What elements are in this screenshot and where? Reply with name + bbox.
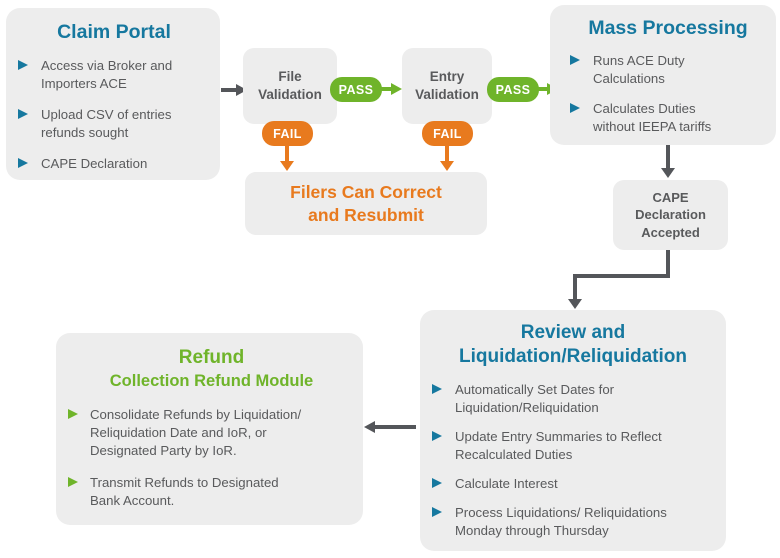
arrowhead-down-icon (440, 161, 454, 171)
filers-correct-label: Filers Can Correct and Resubmit (290, 182, 442, 225)
review-liquidation-box: Review and Liquidation/Reliquidation Aut… (420, 310, 726, 551)
mass-processing-bullet-list: Runs ACE Duty Calculations Calculates Du… (570, 52, 766, 136)
bullet-text: Process Liquidations/ Reliquidations Mon… (455, 505, 667, 538)
connector-pass-to-mass (538, 87, 548, 91)
bullet-text: CAPE Declaration (41, 155, 148, 171)
refund-subtitle: Collection Refund Module (109, 371, 314, 390)
bullet-triangle-icon (68, 476, 78, 487)
bullet-text: Update Entry Summaries to Reflect Recalc… (455, 429, 662, 463)
bullet-text: Calculate Interest (455, 476, 558, 492)
claim-portal-bullet-list: Access via Broker and Importers ACE Uplo… (18, 57, 210, 173)
list-item: Calculate Interest (432, 475, 714, 493)
bullet-triangle-icon (18, 60, 28, 70)
bullet-triangle-icon (68, 408, 78, 419)
arrowhead-down-icon (568, 299, 582, 309)
filers-correct-box: Filers Can Correct and Resubmit (245, 172, 487, 235)
connector-mass-to-cape (666, 145, 670, 169)
entry-validation-label: Entry Validation (415, 69, 479, 102)
bullet-text: Access via Broker and Importers ACE (41, 58, 173, 91)
bullet-text: Calculates Duties without IEEPA tariffs (593, 100, 712, 134)
bullet-text: Upload CSV of entries refunds sought (41, 106, 172, 140)
entry-validation-box: Entry Validation (402, 48, 492, 124)
cape-accepted-box: CAPE Declaration Accepted (613, 180, 728, 250)
claim-portal-box: Claim Portal Access via Broker and Impor… (6, 8, 220, 180)
file-validation-box: File Validation (243, 48, 337, 124)
connector-fail-file-down (285, 144, 289, 162)
list-item: Upload CSV of entries refunds sought (18, 106, 210, 142)
arrowhead-down-icon (661, 168, 675, 178)
bullet-triangle-icon (570, 102, 580, 113)
list-item: Consolidate Refunds by Liquidation/ Reli… (68, 406, 355, 460)
bullet-triangle-icon (18, 157, 28, 168)
bullet-triangle-icon (18, 108, 28, 119)
arrowhead-right-icon (236, 84, 247, 96)
refund-title: Refund (178, 347, 245, 368)
mass-processing-title: Mass Processing (588, 17, 748, 39)
bullet-triangle-icon (570, 55, 580, 65)
cape-accepted-label: CAPE Declaration Accepted (635, 190, 706, 240)
connector-cape-elbow-vertical (666, 250, 670, 278)
fail-badge: FAIL (422, 121, 473, 146)
refund-bullet-list: Consolidate Refunds by Liquidation/ Reli… (68, 406, 355, 510)
connector-cape-to-review (573, 274, 577, 300)
file-validation-label: File Validation (258, 69, 322, 102)
connector-pass-to-entry (381, 87, 392, 91)
connector-review-to-refund (374, 425, 416, 429)
list-item: Automatically Set Dates for Liquidation/… (432, 381, 714, 417)
connector-cape-elbow-horizontal (573, 274, 670, 278)
list-item: Runs ACE Duty Calculations (570, 52, 766, 88)
bullet-text: Runs ACE Duty Calculations (593, 53, 685, 86)
arrowhead-down-icon (280, 161, 294, 171)
connector-claim-to-file (221, 88, 238, 92)
bullet-triangle-icon (432, 431, 442, 442)
bullet-text: Automatically Set Dates for Liquidation/… (455, 382, 615, 416)
arrowhead-right-icon (391, 83, 402, 95)
fail-badge: FAIL (262, 121, 313, 146)
review-liquidation-bullet-list: Automatically Set Dates for Liquidation/… (432, 381, 714, 540)
list-item: Calculates Duties without IEEPA tariffs (570, 100, 766, 136)
pass-badge: PASS (330, 77, 382, 102)
list-item: CAPE Declaration (18, 155, 210, 173)
bullet-triangle-icon (432, 384, 442, 395)
list-item: Process Liquidations/ Reliquidations Mon… (432, 504, 714, 540)
list-item: Transmit Refunds to Designated Bank Acco… (68, 474, 355, 510)
claim-portal-title: Claim Portal (57, 21, 171, 43)
bullet-text: Transmit Refunds to Designated Bank Acco… (90, 474, 279, 508)
review-liquidation-title: Review and Liquidation/Reliquidation (459, 322, 687, 368)
refund-box: Refund Collection Refund Module Consolid… (56, 333, 363, 525)
bullet-triangle-icon (432, 507, 442, 518)
mass-processing-box: Mass Processing Runs ACE Duty Calculatio… (550, 5, 776, 145)
pass-badge: PASS (487, 77, 539, 102)
bullet-triangle-icon (432, 478, 442, 489)
connector-fail-entry-down (445, 144, 449, 162)
arrowhead-left-icon (364, 421, 375, 433)
list-item: Access via Broker and Importers ACE (18, 57, 210, 93)
list-item: Update Entry Summaries to Reflect Recalc… (432, 428, 714, 464)
bullet-text: Consolidate Refunds by Liquidation/ Reli… (90, 406, 302, 458)
